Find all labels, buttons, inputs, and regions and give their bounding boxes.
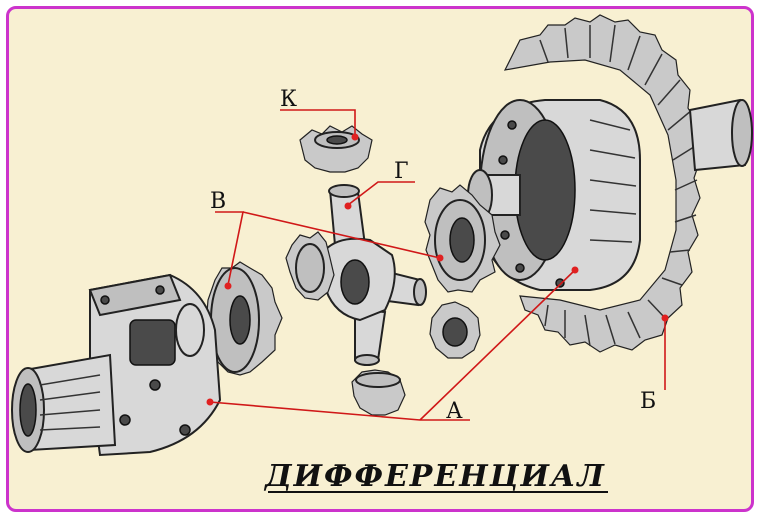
label-b: Б [640,389,656,414]
label-v: В [210,189,226,214]
ring-gear [503,14,753,353]
differential-case-right [467,99,641,291]
side-gear-right [424,184,501,293]
label-g: Г [394,159,409,184]
pinion-gear-bottom [351,369,406,416]
label-a: А [446,399,463,424]
pinion-gear-left [285,231,335,301]
label-k: К [280,87,297,112]
diagram-title: ДИФФЕРЕНЦИАЛ [263,459,606,494]
pinion-gear-top [299,125,373,173]
spider-cross [323,184,427,366]
leader-lines [206,109,669,421]
differential-case-left [11,273,222,457]
side-gear-left [205,261,283,376]
pinion-gear-right [429,301,481,359]
